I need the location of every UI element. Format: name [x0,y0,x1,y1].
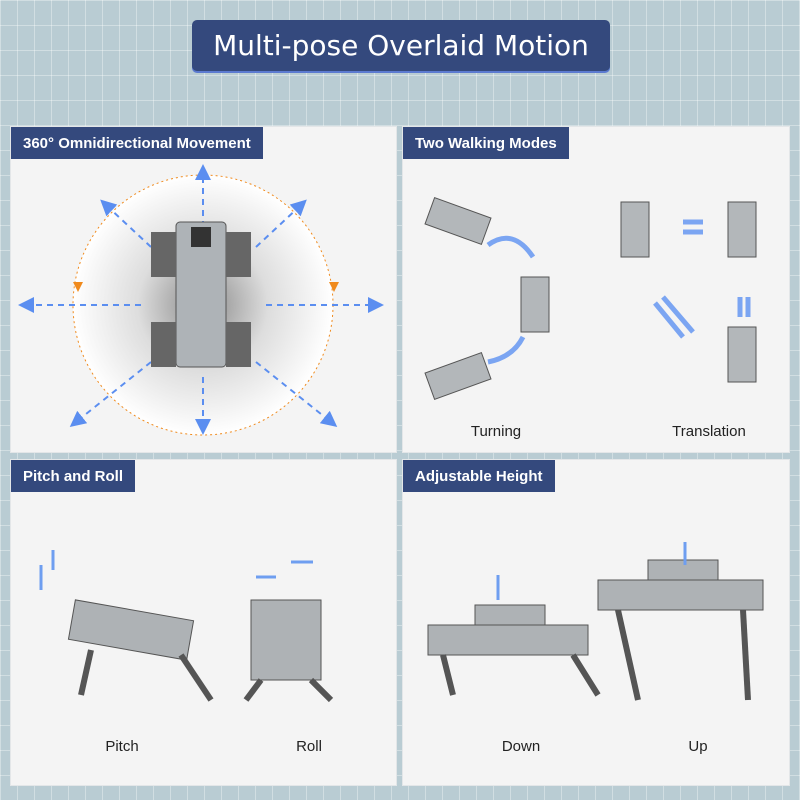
panel-heading: Two Walking Modes [403,127,569,159]
robot-poses [424,196,757,401]
panel-pitch-roll: Pitch and Roll Pitch Roll [10,459,397,786]
panel-heading: Adjustable Height [403,460,555,492]
direction-arrows [18,164,384,435]
caption-pitch: Pitch [105,738,139,755]
page-title: Multi-pose Overlaid Motion [192,20,610,71]
pitch-roll-illustration [39,550,334,703]
motion-arrows [39,550,313,590]
omnidirectional-illustration [18,164,384,436]
panel-walking-modes: Two Walking Modes Turning Translation [402,126,790,453]
motion-arrows [486,219,751,365]
caption-turning: Turning [470,423,522,440]
walking-modes-illustration [424,196,757,401]
panel-heading: Pitch and Roll [11,460,136,492]
robot-poses [67,599,334,703]
robot-poses [427,559,764,701]
panel-omnidirectional: 360° Omnidirectional Movement [10,126,397,453]
panel-heading: 360° Omnidirectional Movement [11,127,263,159]
caption-up: Up [688,738,708,755]
panel-adjustable-height: Adjustable Height Down Up [402,459,790,786]
robot-top-view [151,221,251,368]
caption-roll: Roll [296,738,322,755]
caption-down: Down [501,738,541,755]
caption-translation: Translation [672,423,746,440]
adjustable-height-illustration [427,542,764,701]
motion-arrows [496,542,687,600]
